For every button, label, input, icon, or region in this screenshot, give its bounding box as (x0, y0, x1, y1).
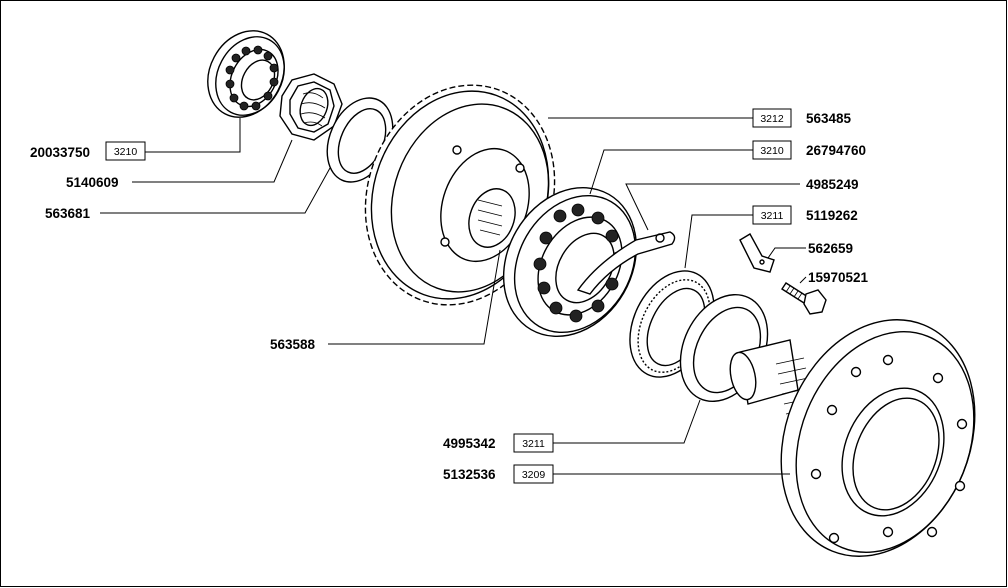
callout-4995342: 4995342 3211 (443, 433, 554, 453)
leader-line-c11 (553, 399, 701, 444)
ref-box (513, 433, 554, 453)
callout-563681: 563681 (45, 206, 91, 221)
ref-number: 3210 (114, 146, 138, 158)
part-number: 5132536 (443, 467, 496, 482)
callout-26794760: 3210 26794760 (752, 140, 866, 160)
leader-line-c7 (625, 183, 800, 231)
ref-number: 3210 (760, 145, 784, 157)
callout-4985249: 4985249 (806, 177, 859, 192)
part-number: 20033750 (30, 145, 90, 160)
flange-shaft-icon (729, 319, 976, 557)
callout-563485: 3212 563485 (752, 108, 852, 128)
lock-plate-icon (576, 231, 676, 295)
part-number: 4985249 (806, 177, 859, 192)
part-number: 563681 (45, 206, 91, 221)
part-number: 4995342 (443, 436, 496, 451)
leader-line-c3 (100, 167, 331, 214)
ref-number: 3212 (760, 113, 784, 125)
part-number: 563485 (806, 111, 852, 126)
ref-number: 3211 (522, 438, 545, 450)
large-bearing-icon (502, 186, 638, 338)
callout-563588: 563588 (270, 337, 316, 352)
leader-lines (100, 117, 807, 475)
leader-line-c10 (799, 276, 807, 284)
ref-box (752, 140, 792, 160)
ref-box (105, 141, 146, 161)
ref-number: 3209 (522, 469, 546, 481)
part-number: 15970521 (808, 270, 869, 285)
ref-box (513, 464, 554, 484)
ref-number: 3211 (761, 210, 784, 222)
part-number: 5119262 (806, 208, 858, 223)
part-number: 26794760 (806, 143, 866, 158)
callout-562659: 562659 (808, 241, 853, 256)
callout-5132536: 5132536 3209 (443, 464, 554, 484)
leader-line-c1 (145, 118, 241, 153)
part-number: 562659 (808, 241, 853, 256)
bolt-icon (781, 282, 827, 315)
part-number: 563588 (270, 337, 316, 352)
callout-5140609: 5140609 (66, 175, 119, 190)
callout-5119262: 3211 5119262 (752, 205, 858, 225)
ref-box (752, 108, 792, 128)
part-number: 5140609 (66, 175, 119, 190)
callout-20033750: 20033750 3210 (30, 141, 146, 161)
callout-15970521: 15970521 (808, 270, 869, 285)
leader-line-c4 (328, 249, 501, 345)
leader-line-c6 (589, 149, 753, 195)
bracket-icon (739, 233, 775, 273)
hex-nut-icon (279, 73, 343, 141)
small-bearing-icon (207, 30, 285, 118)
ref-box (752, 205, 792, 225)
leader-line-c8 (684, 214, 753, 269)
leader-line-c2 (132, 139, 293, 183)
leader-line-c9 (767, 247, 806, 259)
